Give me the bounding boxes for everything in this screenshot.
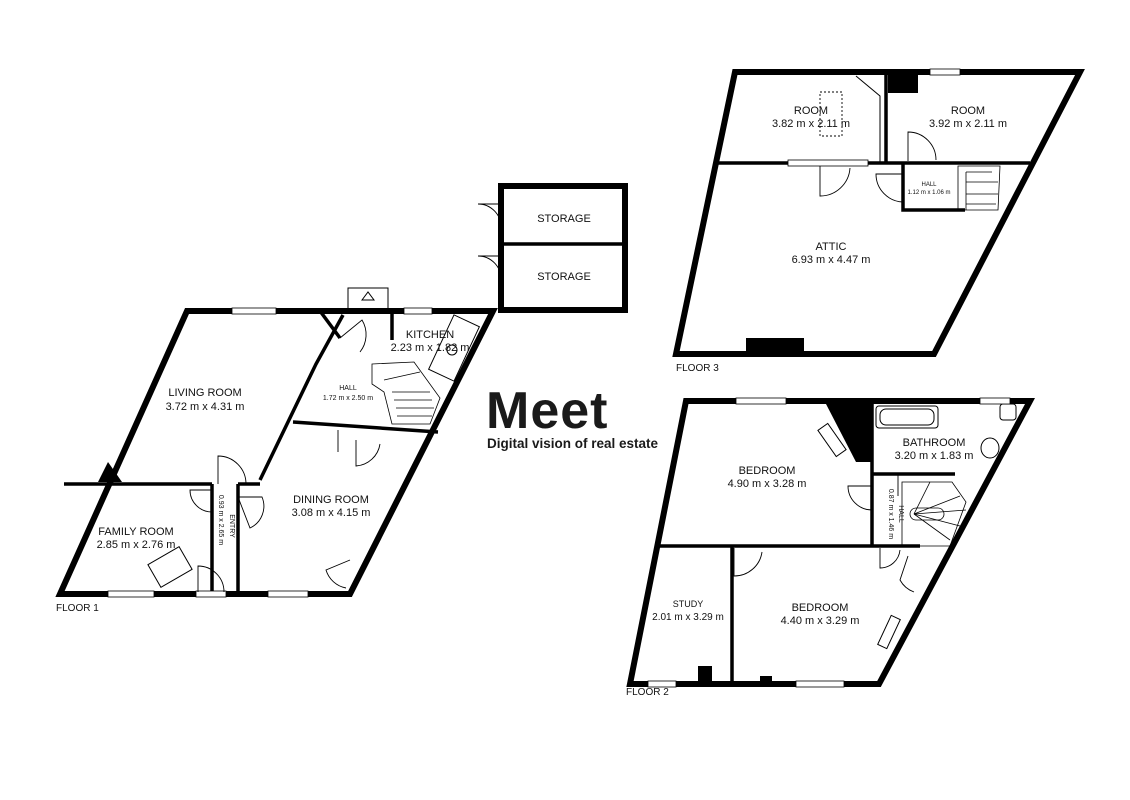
room-name: STORAGE bbox=[537, 271, 591, 283]
room-size: 2.23 m x 1.82 m bbox=[391, 342, 470, 354]
door bbox=[879, 548, 901, 569]
window bbox=[267, 590, 309, 598]
skylight bbox=[819, 91, 843, 137]
chimney bbox=[698, 666, 712, 682]
room-size: 1.72 m x 2.50 m bbox=[323, 395, 373, 402]
floor-1-plan: LIVING ROOM 3.72 m x 4.31 m KITCHEN 2.23… bbox=[55, 183, 628, 614]
sofa-icon bbox=[147, 546, 193, 588]
floor-2-outline bbox=[626, 398, 1036, 687]
door bbox=[355, 440, 381, 467]
staircase bbox=[957, 165, 1001, 211]
room-size: 3.72 m x 4.31 m bbox=[166, 401, 245, 413]
kitchen-counter bbox=[427, 314, 481, 382]
floor-label: FLOOR 1 bbox=[56, 603, 99, 614]
staircase bbox=[371, 361, 441, 425]
wall-living-hall bbox=[258, 314, 345, 481]
sink-icon bbox=[999, 403, 1017, 421]
room-name: FAMILY ROOM bbox=[98, 526, 173, 538]
room-name: HALL bbox=[339, 385, 357, 392]
staircase bbox=[901, 481, 967, 547]
window bbox=[231, 307, 277, 315]
room-name: DINING ROOM bbox=[293, 494, 369, 506]
floor-3-outline bbox=[672, 69, 1085, 357]
room-size: 2.01 m x 3.29 m bbox=[652, 612, 724, 623]
logo-wordmark: Meet bbox=[486, 382, 608, 440]
room-name: HALL bbox=[921, 182, 937, 188]
toilet-icon bbox=[980, 437, 1000, 459]
room-name: HALL bbox=[897, 505, 904, 523]
chimney bbox=[826, 404, 872, 462]
room-size: 3.92 m x 2.11 m bbox=[929, 118, 1007, 130]
sink-icon bbox=[446, 344, 458, 356]
radiator bbox=[877, 614, 901, 650]
room-size: 2.85 m x 2.76 m bbox=[97, 539, 176, 551]
entrance-step bbox=[347, 287, 389, 311]
door bbox=[217, 455, 247, 485]
window bbox=[107, 590, 155, 598]
door bbox=[189, 489, 213, 513]
room-name: ATTIC bbox=[816, 241, 847, 253]
door bbox=[847, 485, 873, 511]
storage-block bbox=[498, 183, 628, 313]
room-name: ROOM bbox=[951, 105, 985, 117]
room-name: BEDROOM bbox=[792, 602, 849, 614]
door bbox=[325, 559, 351, 589]
storage-door bbox=[477, 255, 502, 280]
window bbox=[929, 68, 961, 76]
room-size: 1.12 m x 1.06 m bbox=[907, 190, 950, 196]
column bbox=[98, 462, 122, 482]
room-size: 0.93 m x 2.65 m bbox=[217, 495, 224, 545]
window bbox=[647, 680, 677, 688]
room-size: 3.82 m x 2.11 m bbox=[772, 118, 850, 130]
brand-logo: Meet Digital vision of real estate bbox=[486, 382, 659, 451]
logo-tagline: Digital vision of real estate bbox=[487, 436, 659, 451]
door bbox=[875, 173, 904, 203]
chimney bbox=[760, 676, 772, 682]
window bbox=[787, 159, 869, 167]
wall bbox=[855, 75, 881, 163]
room-size: 4.40 m x 3.29 m bbox=[781, 615, 860, 627]
window bbox=[795, 680, 845, 688]
room-name: ROOM bbox=[794, 105, 828, 117]
door bbox=[899, 555, 915, 593]
room-size: 6.93 m x 4.47 m bbox=[792, 254, 871, 266]
door bbox=[733, 548, 763, 577]
room-name: STUDY bbox=[673, 599, 704, 609]
wall-hall bbox=[901, 163, 965, 212]
window bbox=[979, 397, 1011, 405]
floor-label: FLOOR 3 bbox=[676, 363, 719, 374]
door bbox=[237, 496, 265, 529]
room-name: ENTRY bbox=[228, 514, 235, 538]
door bbox=[197, 565, 225, 593]
wall-hall-dining bbox=[292, 420, 439, 434]
room-name: BEDROOM bbox=[739, 465, 796, 477]
door bbox=[907, 131, 937, 161]
door bbox=[301, 371, 312, 393]
room-name: BATHROOM bbox=[903, 437, 966, 449]
window bbox=[735, 397, 787, 405]
window bbox=[195, 590, 227, 598]
bathtub-icon bbox=[875, 405, 939, 429]
storage-door bbox=[477, 203, 502, 228]
chimney bbox=[888, 75, 918, 93]
chimney bbox=[746, 338, 804, 352]
door bbox=[819, 166, 851, 197]
room-name: STORAGE bbox=[537, 213, 591, 225]
wall bbox=[318, 309, 342, 340]
window bbox=[403, 307, 433, 315]
room-size: 3.20 m x 1.83 m bbox=[895, 450, 974, 462]
bathtub-basin bbox=[879, 408, 935, 426]
room-name: LIVING ROOM bbox=[168, 387, 241, 399]
floor-2-plan: BEDROOM 4.90 m x 3.28 m BATHROOM 3.20 m … bbox=[626, 397, 1036, 698]
arrow-up-icon bbox=[361, 291, 375, 301]
floor-3-plan: ROOM 3.82 m x 2.11 m ROOM 3.92 m x 2.11 … bbox=[672, 68, 1085, 374]
room-size: 3.08 m x 4.15 m bbox=[292, 507, 371, 519]
radiator bbox=[817, 422, 847, 458]
room-name: KITCHEN bbox=[406, 329, 454, 341]
room-size: 0.87 m x 1.46 m bbox=[887, 489, 894, 539]
room-size: 4.90 m x 3.28 m bbox=[728, 478, 807, 490]
door bbox=[339, 319, 367, 353]
floor-label: FLOOR 2 bbox=[626, 687, 669, 698]
